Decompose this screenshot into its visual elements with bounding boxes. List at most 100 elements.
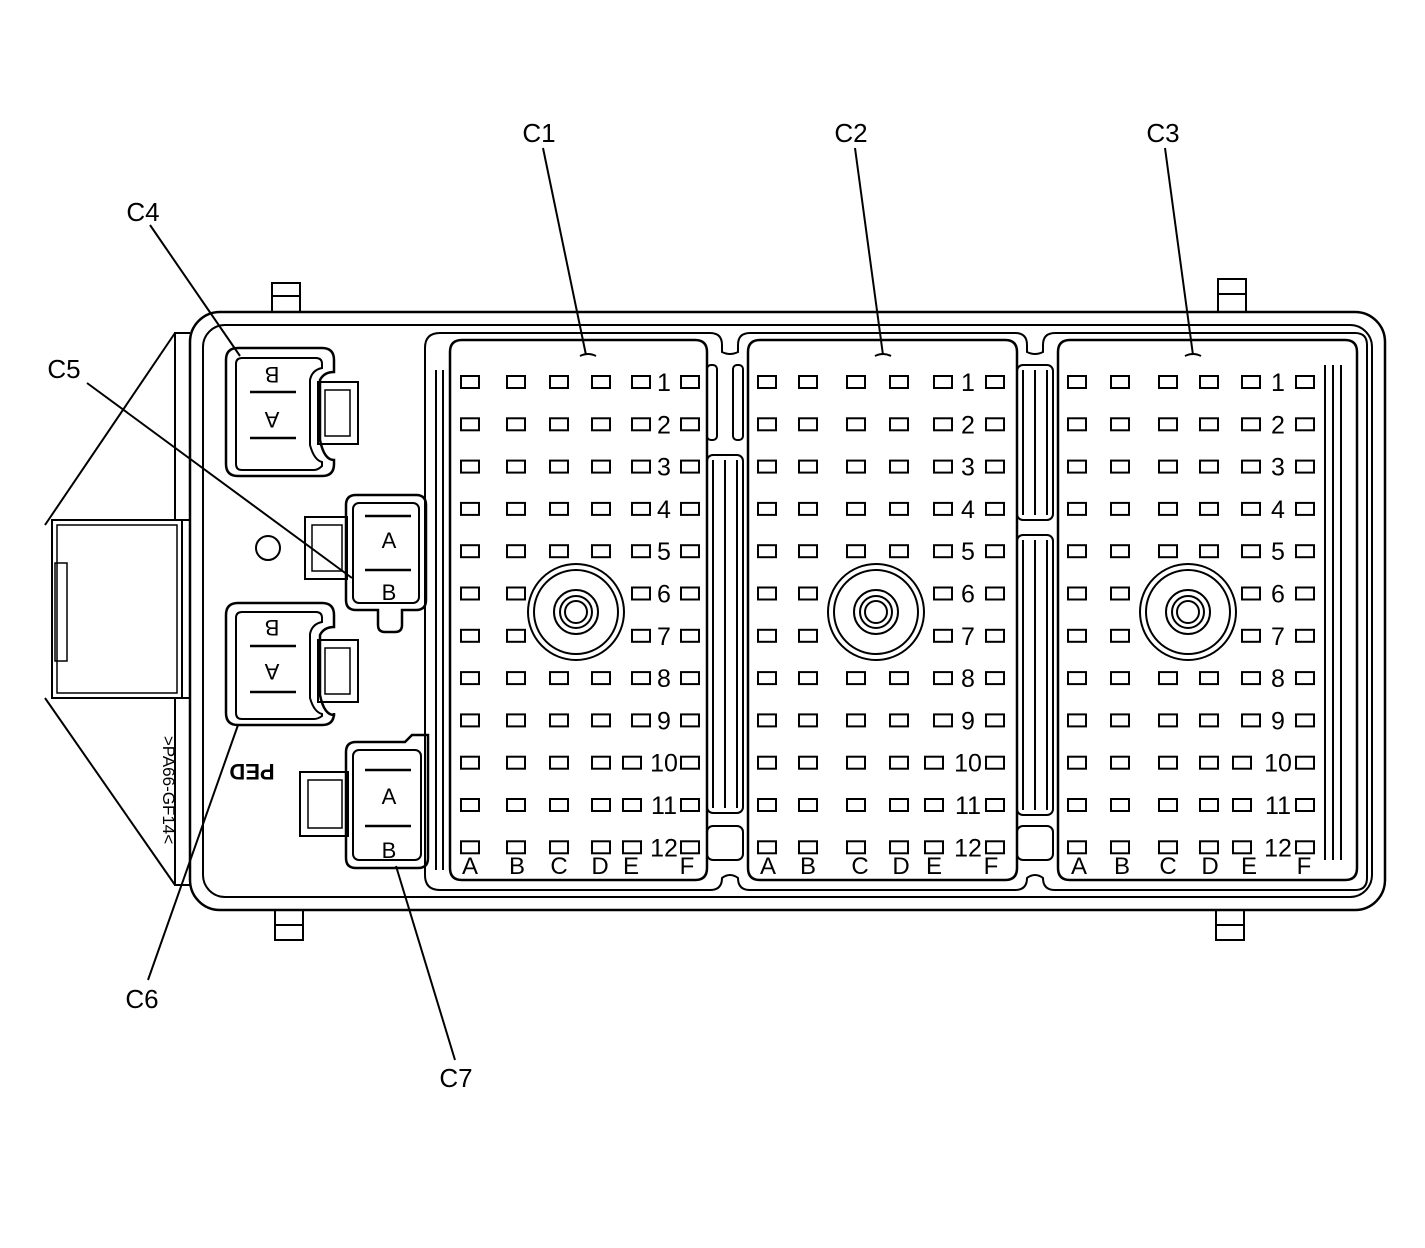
terminal-cavity: [757, 798, 777, 812]
terminal-cavity: [933, 544, 953, 559]
terminal-cavity: [1110, 755, 1130, 770]
terminal-cavity: [591, 544, 611, 559]
pin-number-label: 11: [651, 792, 677, 820]
pin-number-label: 9: [961, 707, 975, 735]
terminal-cavity: [846, 671, 866, 686]
terminal-cavity: [1158, 375, 1178, 389]
column-letter-label: D: [1201, 853, 1218, 880]
terminal-cavity: [1295, 671, 1315, 686]
terminal-cavity: [985, 417, 1005, 432]
bolt-boss-c1: [527, 563, 625, 661]
terminal-cavity: [1241, 501, 1261, 516]
terminal-cavity: [549, 755, 569, 770]
terminal-cavity: [549, 713, 569, 728]
callout-c3: C3: [1146, 118, 1179, 148]
terminal-cavity: [1067, 628, 1087, 643]
terminal-cavity: [1232, 755, 1252, 770]
pin-number-label: 7: [1271, 623, 1285, 651]
terminal-cavity: [549, 671, 569, 686]
pin-number-label: 3: [961, 454, 975, 482]
callout-c5: C5: [47, 354, 80, 384]
pin-number-label: 9: [657, 707, 671, 735]
pin-number-label: 10: [954, 750, 982, 778]
terminal-cavity: [798, 544, 818, 559]
column-letter-label: D: [892, 853, 909, 880]
terminal-cavity: [622, 798, 642, 812]
terminal-cavity: [1199, 755, 1219, 770]
terminal-cavity: [1199, 798, 1219, 812]
pin-number-label: 11: [1265, 792, 1291, 820]
terminal-cavity: [680, 755, 700, 770]
terminal-cavity: [591, 671, 611, 686]
terminal-cavity: [549, 840, 569, 855]
terminal-cavity: [1110, 544, 1130, 559]
terminal-cavity: [460, 713, 480, 728]
terminal-cavity: [1199, 840, 1219, 855]
callout-c4: C4: [126, 197, 159, 227]
terminal-cavity: [506, 671, 526, 686]
column-letter-label: B: [800, 853, 816, 880]
terminal-cavity: [1199, 544, 1219, 559]
terminal-cavity: [1110, 798, 1130, 812]
terminal-cavity: [757, 501, 777, 516]
terminal-cavity: [985, 628, 1005, 643]
terminal-cavity: [798, 459, 818, 474]
column-letter-label: E: [926, 853, 942, 880]
terminal-cavity: [985, 798, 1005, 812]
terminal-cavity: [933, 501, 953, 516]
terminal-cavity: [1241, 459, 1261, 474]
terminal-cavity: [846, 459, 866, 474]
terminal-cavity: [1295, 501, 1315, 516]
pin-numbers: 1234567891011121234567891011121234567891…: [650, 369, 1292, 862]
terminal-cavity: [1158, 713, 1178, 728]
terminal-cavity: [757, 628, 777, 643]
terminal-cavity: [1241, 713, 1261, 728]
terminal-cavity: [506, 840, 526, 855]
terminal-cavity: [1110, 417, 1130, 432]
terminal-cavity: [549, 417, 569, 432]
terminal-cavity: [1067, 755, 1087, 770]
terminal-cavity: [889, 755, 909, 770]
column-letter-label: D: [591, 853, 608, 880]
pin-number-label: 6: [1271, 581, 1285, 609]
terminal-cavity: [1067, 840, 1087, 855]
terminal-cavity: [1067, 459, 1087, 474]
terminal-cavity: [631, 671, 651, 686]
terminal-cavity: [680, 501, 700, 516]
terminal-cavity: [798, 628, 818, 643]
terminal-cavity: [757, 755, 777, 770]
terminal-cavity: [680, 417, 700, 432]
pin-number-label: 2: [657, 411, 671, 439]
terminal-cavity: [1158, 798, 1178, 812]
terminal-cavity: [680, 671, 700, 686]
pin-number-label: 12: [954, 834, 982, 862]
terminal-cavity: [846, 544, 866, 559]
terminal-cavity: [757, 671, 777, 686]
terminal-cavity: [933, 586, 953, 601]
terminal-cavity: [1110, 628, 1130, 643]
terminal-cavity: [591, 713, 611, 728]
terminal-cavity: [1158, 671, 1178, 686]
connector-c4: [224, 346, 359, 478]
terminal-cavity: [631, 417, 651, 432]
column-letter-label: F: [680, 853, 695, 880]
c4-cavity-label-b: B: [265, 362, 280, 387]
terminal-cavity: [1232, 798, 1252, 812]
terminal-cavity: [757, 713, 777, 728]
terminal-cavity: [757, 586, 777, 601]
column-letter-label: B: [1114, 853, 1130, 880]
terminal-cavity: [846, 755, 866, 770]
terminal-cavity: [460, 375, 480, 389]
terminal-cavity: [985, 713, 1005, 728]
connector-c2-body: [746, 338, 1019, 882]
column-letter-label: A: [1071, 853, 1087, 880]
terminal-cavity: [680, 798, 700, 812]
pin-number-label: 7: [961, 623, 975, 651]
terminal-cavity: [1295, 713, 1315, 728]
callout-c6: C6: [125, 984, 158, 1014]
terminal-cavity: [1295, 755, 1315, 770]
terminal-cavity: [591, 459, 611, 474]
divider-ribs: [435, 364, 1342, 870]
terminal-cavity: [460, 840, 480, 855]
terminal-cavity: [549, 459, 569, 474]
